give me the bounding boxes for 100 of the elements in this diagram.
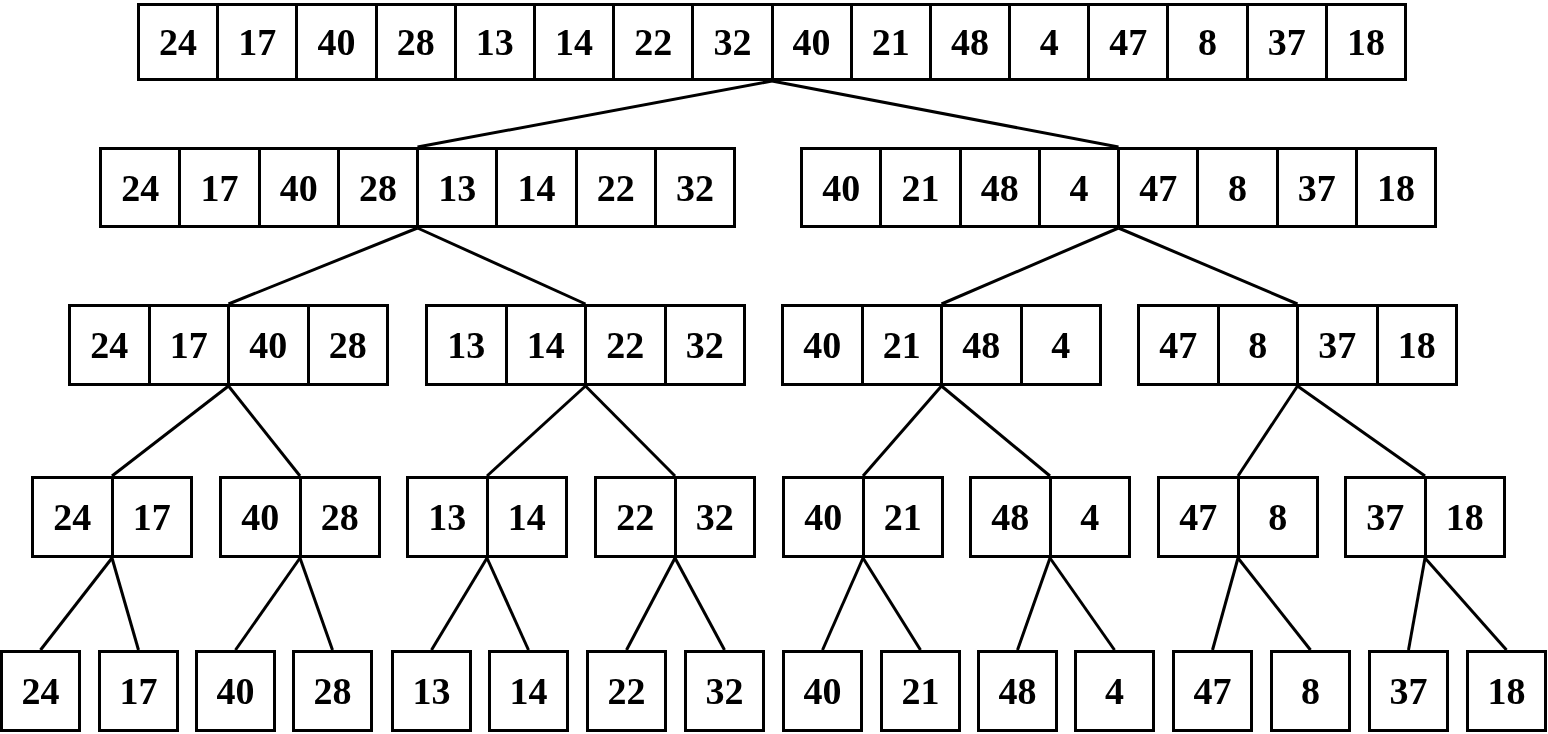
array-element: 21 <box>879 150 959 225</box>
connector-line <box>111 384 230 478</box>
connector-line <box>227 226 419 306</box>
array-element: 24 <box>158 20 199 65</box>
array-element: 18 <box>1375 307 1455 383</box>
array-element: 40 <box>227 307 307 383</box>
connector-line <box>673 557 726 651</box>
array-element: 14 <box>485 479 565 555</box>
connector-line <box>1236 557 1312 651</box>
array-element: 47 <box>1087 6 1167 78</box>
array-element: 18 <box>1486 669 1527 714</box>
array-box <box>1270 650 1351 732</box>
connector-line <box>1423 557 1508 651</box>
array-box <box>594 476 756 558</box>
array-element: 40 <box>257 150 337 225</box>
array-element: 48 <box>997 669 1038 714</box>
array-element: 22 <box>612 6 692 78</box>
array-element: 4 <box>1008 6 1088 78</box>
connector-line <box>110 557 140 651</box>
array-element: 40 <box>803 495 844 540</box>
array-element: 22 <box>574 150 654 225</box>
array-element: 24 <box>52 495 93 540</box>
array-element: 17 <box>216 6 296 78</box>
array-element: 48 <box>958 150 1038 225</box>
array-element: 24 <box>120 165 161 211</box>
array-element: 13 <box>453 6 533 78</box>
array-element: 21 <box>861 479 941 555</box>
array-element: 22 <box>584 307 664 383</box>
connector-line <box>234 557 302 651</box>
array-element: 37 <box>1365 495 1406 540</box>
array-element: 4 <box>1037 150 1117 225</box>
connector-line <box>430 557 489 651</box>
array-box <box>800 147 1437 228</box>
array-element: 24 <box>89 323 130 368</box>
array-element: 40 <box>802 669 843 714</box>
array-box <box>782 476 944 558</box>
array-element: 13 <box>446 323 487 368</box>
array-element: 13 <box>416 150 496 225</box>
array-element: 22 <box>615 495 656 540</box>
array-element: 14 <box>504 307 584 383</box>
array-element: 32 <box>663 307 743 383</box>
array-element: 21 <box>860 307 940 383</box>
array-box <box>782 650 863 732</box>
array-box <box>880 650 961 732</box>
array-element: 48 <box>990 495 1031 540</box>
array-element: 47 <box>1192 669 1233 714</box>
array-box <box>292 650 373 732</box>
array-element: 13 <box>427 495 468 540</box>
connector-line <box>485 557 530 651</box>
array-element: 47 <box>1117 150 1197 225</box>
array-element: 32 <box>704 669 745 714</box>
connector-line <box>625 557 677 651</box>
array-element: 32 <box>653 150 733 225</box>
array-element: 37 <box>1296 307 1376 383</box>
array-box <box>425 304 746 386</box>
array-element: 8 <box>1236 479 1316 555</box>
array-element: 40 <box>240 495 281 540</box>
array-element: 8 <box>1216 307 1296 383</box>
connector-line <box>1236 385 1299 477</box>
connector-line <box>227 385 302 477</box>
connector-line <box>1048 557 1116 651</box>
connector-line <box>1117 226 1299 306</box>
array-element: 28 <box>374 6 454 78</box>
array-box <box>488 650 569 732</box>
array-box <box>586 650 667 732</box>
array-element: 17 <box>147 307 227 383</box>
array-box <box>1157 476 1319 558</box>
array-element: 13 <box>411 669 452 714</box>
array-box <box>0 650 81 732</box>
array-element: 17 <box>110 479 190 555</box>
array-box <box>391 650 472 732</box>
array-element: 28 <box>298 479 378 555</box>
connector-line <box>1407 557 1427 651</box>
connector-line <box>861 557 922 651</box>
array-box <box>684 650 765 732</box>
connector-line <box>1016 557 1052 651</box>
connector-line <box>486 384 587 478</box>
array-box <box>1137 304 1458 386</box>
array-element: 32 <box>673 479 753 555</box>
connector-line <box>298 557 334 651</box>
array-element: 22 <box>606 669 647 714</box>
array-element: 8 <box>1300 669 1321 714</box>
array-element: 28 <box>336 150 416 225</box>
array-box <box>195 650 276 732</box>
array-element: 4 <box>1104 669 1125 714</box>
array-element: 40 <box>821 165 862 211</box>
connector-line <box>940 384 1051 478</box>
array-element: 4 <box>1019 307 1099 383</box>
connector-line <box>771 79 1119 149</box>
array-element: 18 <box>1354 150 1434 225</box>
array-box <box>1074 650 1155 732</box>
connector-line <box>416 226 587 306</box>
array-box <box>1368 650 1449 732</box>
array-element: 37 <box>1245 6 1325 78</box>
array-element: 28 <box>306 307 386 383</box>
array-element: 40 <box>770 6 850 78</box>
array-element: 18 <box>1423 479 1503 555</box>
array-element: 37 <box>1388 669 1429 714</box>
array-element: 21 <box>849 6 929 78</box>
array-element: 40 <box>295 6 375 78</box>
